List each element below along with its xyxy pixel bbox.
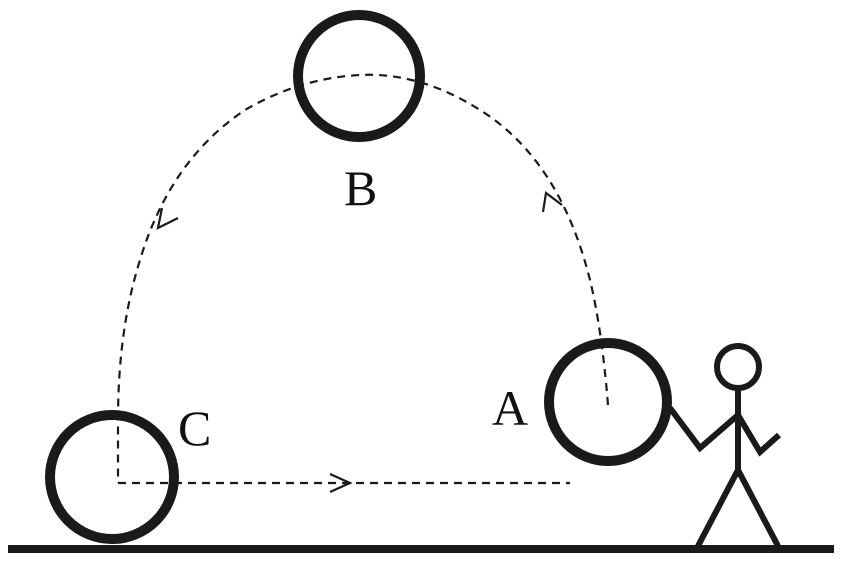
ball-b: [293, 10, 425, 142]
stick-figure-legs: [695, 463, 781, 548]
label-b: B: [344, 160, 377, 216]
label-c: C: [178, 400, 211, 456]
label-a: A: [492, 380, 528, 436]
ball-c: [45, 410, 179, 544]
stick-figure-left-arm: [667, 406, 740, 453]
stick-figure-right-arm: [735, 413, 782, 457]
stick-figure-head: [714, 343, 762, 391]
arrowhead-horizontal: [329, 472, 353, 494]
arrowhead-descent: [156, 207, 179, 230]
trajectory-arc: [116, 73, 610, 483]
stick-figure: [667, 343, 782, 548]
ball-a: [544, 338, 672, 466]
arrowhead-ascent: [541, 191, 563, 213]
